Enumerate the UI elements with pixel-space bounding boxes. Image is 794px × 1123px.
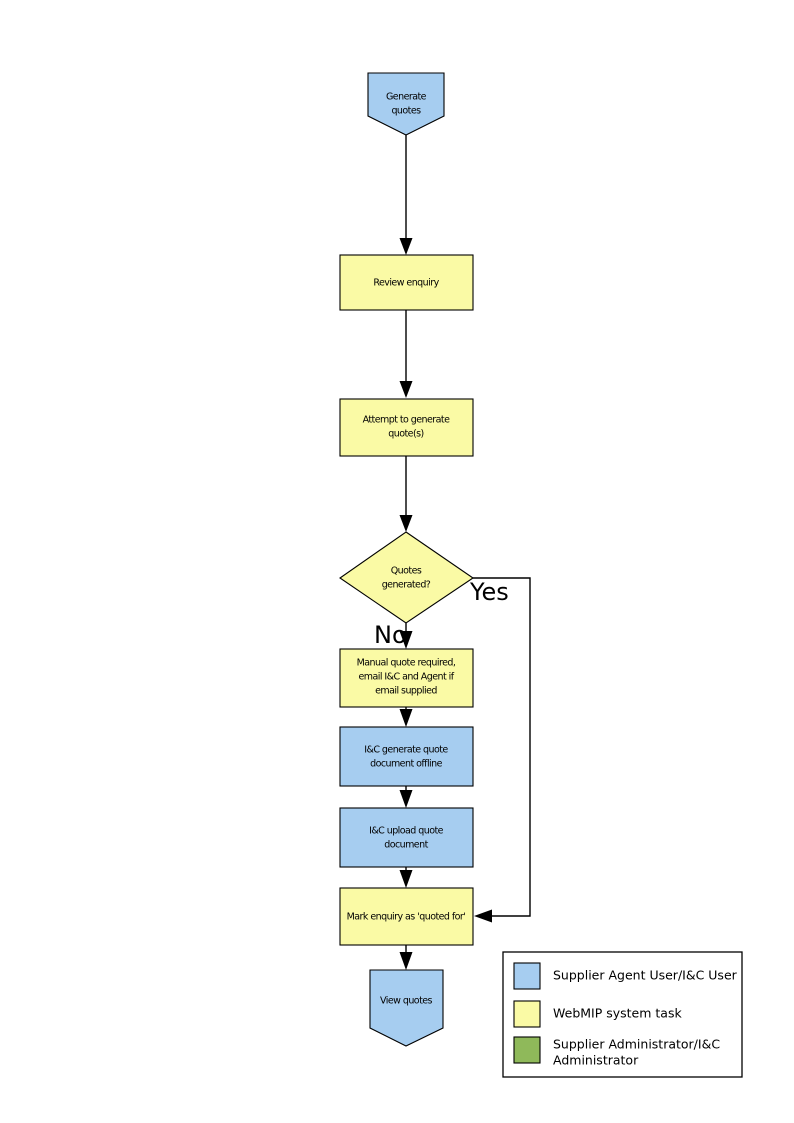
generate-quotes-label-line-2: quotes bbox=[391, 106, 421, 117]
edge-mark-enquiry-to-view-quotes bbox=[399, 945, 413, 970]
edge-attempt-to-decision bbox=[399, 456, 413, 532]
legend-label-system-task: WebMIP system task bbox=[553, 1006, 682, 1021]
legend-label-actor-user: Supplier Agent User/I&C User bbox=[553, 968, 738, 983]
review-enquiry-shape bbox=[339, 254, 474, 311]
mark-enquiry-quoted-for-label: Mark enquiry as 'quoted for' bbox=[347, 912, 466, 923]
node-ic-upload-quote-document[interactable]: I&C upload quote document bbox=[339, 807, 474, 868]
edge-ic-generate-to-ic-upload bbox=[399, 786, 413, 808]
view-quotes-shape bbox=[369, 969, 444, 1047]
node-generate-quotes[interactable]: Generate quotes bbox=[367, 72, 445, 136]
edge-ic-upload-to-mark-enquiry bbox=[399, 867, 413, 888]
attempt-generate-quotes-shape bbox=[339, 398, 474, 457]
manual-quote-required-label-line-2: email I&C and Agent if bbox=[359, 672, 455, 683]
generate-quotes-label-line-1: Generate bbox=[386, 92, 427, 103]
legend-item-supplier-administrator: Supplier Administrator/I&C Administrator bbox=[513, 1036, 720, 1068]
node-review-enquiry[interactable]: Review enquiry bbox=[339, 254, 474, 311]
view-quotes-label: View quotes bbox=[380, 996, 432, 1007]
quotes-generated-decision-shape bbox=[339, 531, 474, 624]
generate-quotes-shape bbox=[367, 72, 445, 136]
review-enquiry-label: Review enquiry bbox=[373, 278, 439, 289]
legend-label-administrator-line-1: Supplier Administrator/I&C bbox=[553, 1037, 720, 1052]
ic-upload-quote-document-label-line-1: I&C upload quote bbox=[369, 826, 444, 837]
legend-label-administrator-line-2: Administrator bbox=[553, 1053, 639, 1068]
ic-upload-quote-document-shape bbox=[339, 807, 474, 868]
legend-item-supplier-agent-user: Supplier Agent User/I&C User bbox=[513, 962, 738, 990]
node-view-quotes[interactable]: View quotes bbox=[369, 969, 444, 1047]
ic-upload-quote-document-label-line-2: document bbox=[384, 840, 428, 851]
branch-label-no: No bbox=[374, 621, 407, 649]
edge-manual-to-ic-generate bbox=[399, 707, 413, 727]
ic-generate-quote-document-offline-shape bbox=[339, 726, 474, 787]
quotes-generated-decision-label-line-2: generated? bbox=[382, 580, 431, 591]
node-ic-generate-quote-document-offline[interactable]: I&C generate quote document offline bbox=[339, 726, 474, 787]
attempt-generate-quotes-label-line-1: Attempt to generate bbox=[363, 415, 451, 426]
edge-generate-to-review bbox=[399, 135, 413, 255]
legend-item-webmip-system-task: WebMIP system task bbox=[513, 1000, 682, 1028]
ic-generate-quote-document-offline-label-line-2: document offline bbox=[370, 759, 443, 770]
legend-swatch-actor-user bbox=[513, 962, 541, 990]
branch-label-yes: Yes bbox=[469, 578, 509, 606]
manual-quote-required-label-line-1: Manual quote required, bbox=[357, 658, 456, 669]
edge-decision-yes-to-mark-enquiry bbox=[473, 577, 531, 923]
edge-decision-no-to-manual bbox=[399, 623, 413, 649]
ic-generate-quote-document-offline-label-line-1: I&C generate quote bbox=[364, 745, 448, 756]
node-mark-enquiry-quoted-for[interactable]: Mark enquiry as 'quoted for' bbox=[339, 887, 474, 946]
legend-swatch-administrator bbox=[513, 1036, 541, 1064]
edge-review-to-attempt bbox=[399, 310, 413, 398]
legend-swatch-system-task bbox=[513, 1000, 541, 1028]
node-manual-quote-required[interactable]: Manual quote required, email I&C and Age… bbox=[339, 648, 474, 708]
quotes-generated-decision-label-line-1: Quotes bbox=[391, 566, 422, 577]
attempt-generate-quotes-label-line-2: quote(s) bbox=[388, 429, 423, 440]
node-quotes-generated-decision[interactable]: Quotes generated? bbox=[339, 531, 474, 624]
node-attempt-generate-quotes[interactable]: Attempt to generate quote(s) bbox=[339, 398, 474, 457]
manual-quote-required-shape bbox=[339, 648, 474, 708]
legend: Supplier Agent User/I&C User WebMIP syst… bbox=[502, 951, 743, 1078]
manual-quote-required-label-line-3: email supplied bbox=[375, 686, 437, 697]
mark-enquiry-quoted-for-shape bbox=[339, 887, 474, 946]
legend-border bbox=[502, 951, 743, 1078]
